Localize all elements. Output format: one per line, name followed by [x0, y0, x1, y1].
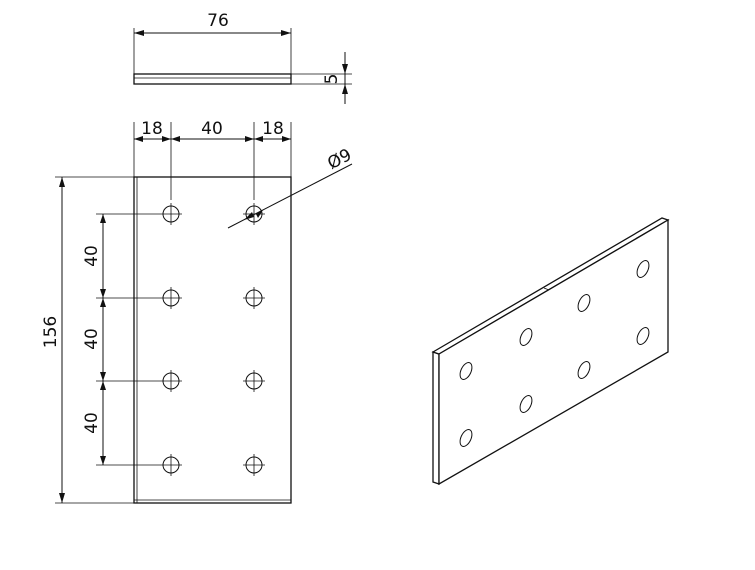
hole: [519, 328, 533, 346]
dim-total-height: 156: [41, 316, 61, 348]
hole: [160, 454, 182, 476]
front-view: 18 40 18 156 40 40 40 Ø9: [41, 119, 355, 504]
dim-hole-spacing-x: 40: [201, 119, 223, 139]
hole: [243, 287, 265, 309]
hole: [636, 260, 650, 278]
dim-hole-diameter: Ø9: [324, 145, 355, 174]
top-view-plate-edge: [133, 73, 292, 85]
front-view-plate: [133, 176, 292, 504]
dim-hole-offset-left: 18: [141, 119, 163, 139]
hole: [243, 370, 265, 392]
dim-pitch-3: 40: [82, 412, 102, 434]
dim-hole-offset-right: 18: [262, 119, 284, 139]
hole: [577, 361, 591, 379]
hole: [577, 294, 591, 312]
hole: [243, 454, 265, 476]
hole: [459, 429, 473, 447]
hole: [636, 327, 650, 345]
hole: [519, 395, 533, 413]
hole: [459, 362, 473, 380]
iso-plate-face: [438, 218, 669, 486]
dim-pitch-1: 40: [82, 245, 102, 267]
hole: [160, 370, 182, 392]
iso-holes: [459, 260, 650, 447]
iso-left-edge: [432, 351, 440, 485]
top-view: 76 5: [133, 11, 352, 104]
front-view-holes: [160, 203, 265, 476]
isometric-view: [431, 217, 670, 486]
hole: [160, 203, 182, 225]
hole: [160, 287, 182, 309]
hole: [243, 203, 265, 225]
dim-pitch-2: 40: [82, 328, 102, 350]
dim-thickness: 5: [322, 74, 342, 85]
dim-top-width: 76: [207, 11, 229, 31]
